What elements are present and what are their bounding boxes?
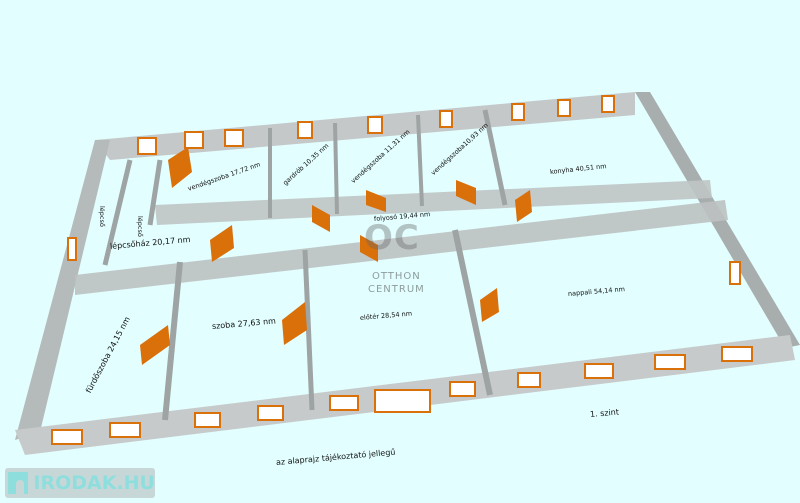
wall-corridor-top <box>155 180 712 225</box>
windows <box>51 95 753 445</box>
wall-left <box>15 140 110 440</box>
wall-corridor-bottom <box>75 200 728 295</box>
otthon-centrum-watermark: OC OTTHON CENTRUM <box>364 218 425 295</box>
house-icon <box>8 472 29 494</box>
floor <box>15 92 795 440</box>
irodak-logo: IRODAK.HU <box>5 468 155 498</box>
room-label-lepcso-2: lépcső <box>136 216 144 237</box>
room-label-lepcso-1: lépcső <box>98 206 106 227</box>
doors <box>140 147 532 365</box>
